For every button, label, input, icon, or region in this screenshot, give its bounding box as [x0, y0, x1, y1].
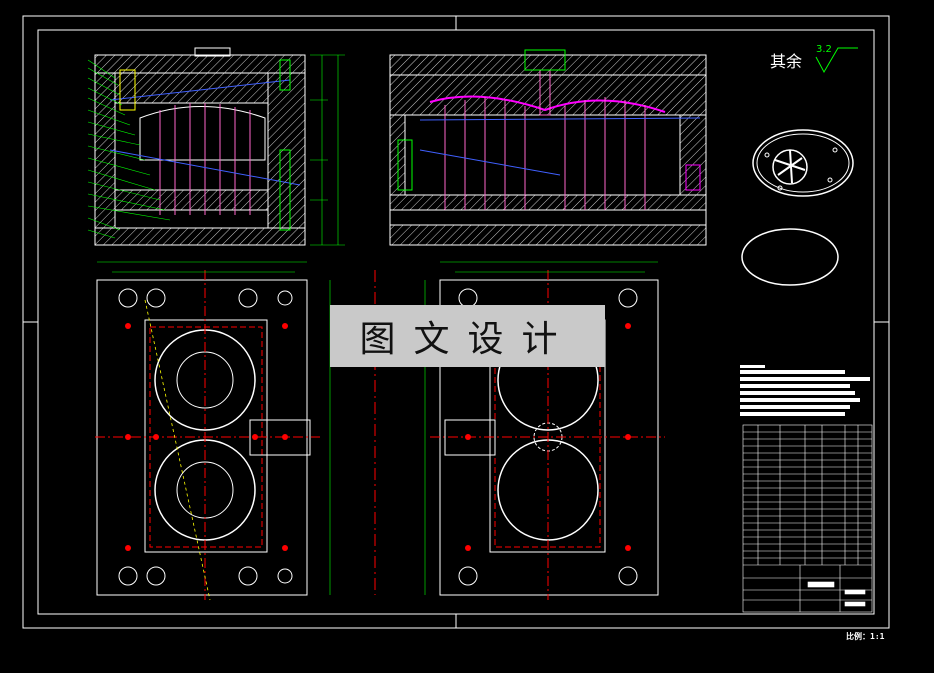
- roughness-value: 3.2: [816, 44, 832, 55]
- section-view-right: [389, 49, 707, 246]
- plan-view-right: [424, 261, 665, 600]
- sheet-frame: [22, 15, 890, 629]
- parts-list-rows: [743, 431, 872, 559]
- scale-note: 比例：1:1: [846, 632, 885, 641]
- technical-notes: [740, 365, 870, 416]
- part-detail-top: [752, 129, 854, 197]
- watermark: 图文设计: [330, 305, 605, 367]
- roughness-symbol: [815, 47, 858, 74]
- section-view-left: [87, 47, 345, 246]
- plan-view-left: [95, 261, 331, 601]
- parts-list-table: [742, 424, 873, 613]
- roughness-label: 其余: [770, 52, 803, 71]
- part-detail-bottom: [741, 228, 839, 286]
